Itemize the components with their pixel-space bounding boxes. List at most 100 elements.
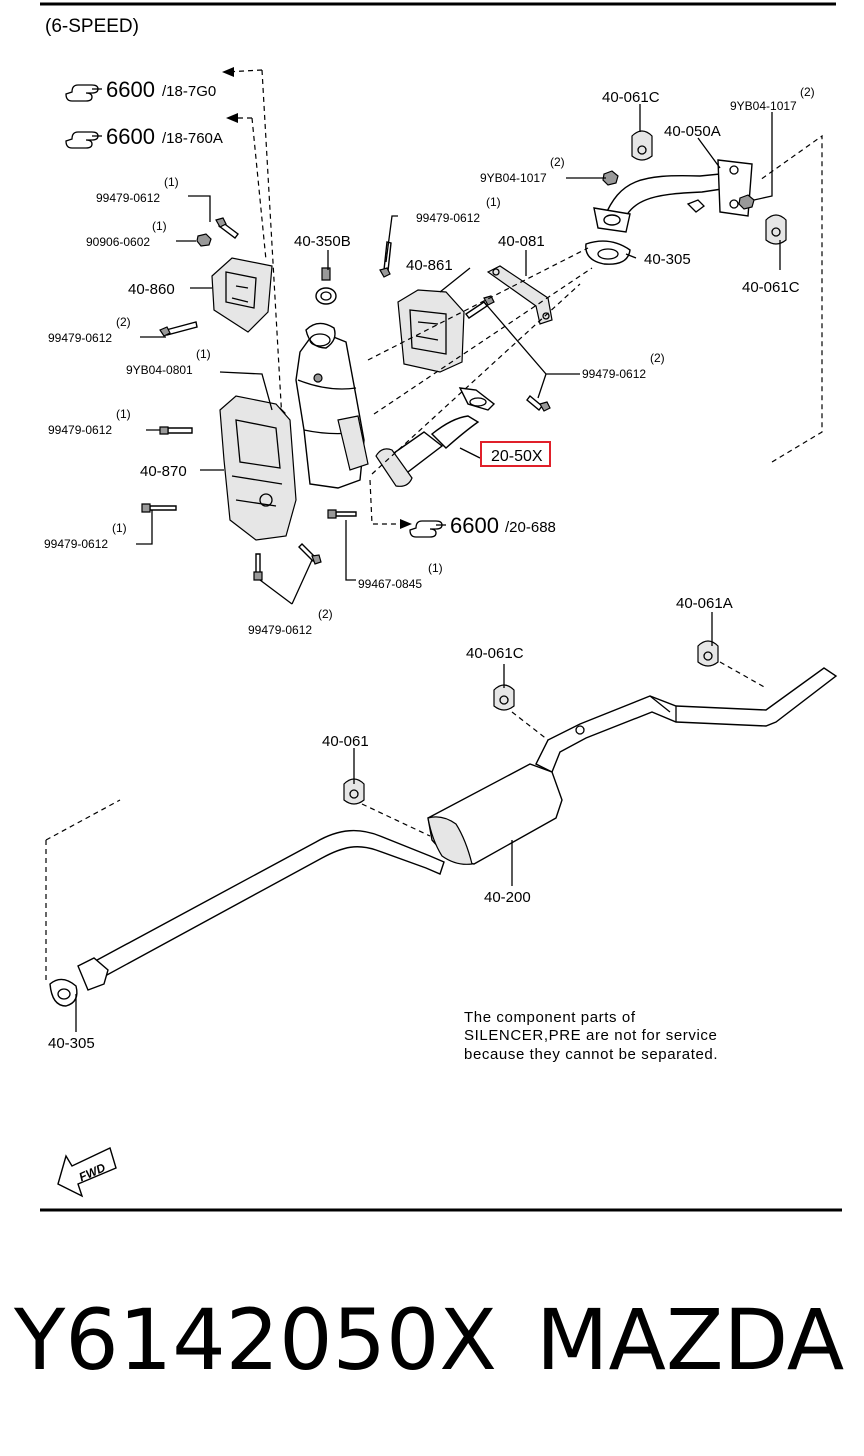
pointing-hand-icon — [65, 131, 102, 149]
ref-dash-line-1 — [225, 69, 283, 421]
label-40-061A[interactable]: 40-061A — [676, 595, 733, 612]
rubber-hanger-40-061C-right[interactable] — [765, 214, 787, 245]
forward-arrow-icon: FWD — [57, 1147, 117, 1198]
label-40-061[interactable]: 40-061 — [322, 733, 369, 750]
qty-99479-0612-b: (1) — [486, 195, 501, 209]
ref-dash-line-3 — [369, 479, 400, 525]
reference-callout-1[interactable]: 6600 /18-7G0 — [65, 77, 216, 102]
ref-page-number: 6600 — [450, 513, 499, 538]
label-40-061C-right[interactable]: 40-061C — [742, 279, 800, 296]
qty-99479-0612-d: (2) — [650, 351, 665, 365]
label-20-50X[interactable]: 20-50X — [491, 448, 543, 465]
label-40-061C-top[interactable]: 40-061C — [602, 89, 660, 106]
pointing-hand-icon — [409, 520, 446, 538]
label-40-305-top[interactable]: 40-305 — [644, 251, 691, 268]
qty-9YB04-1017-top: (2) — [800, 85, 815, 99]
label-40-350B[interactable]: 40-350B — [294, 233, 351, 250]
label-9YB04-1017-mid[interactable]: 9YB04-1017 — [480, 171, 547, 185]
bolt-99479-0612-g2[interactable] — [298, 543, 322, 565]
clamp-40-350B[interactable] — [315, 267, 337, 305]
nut-9YB04-1017-top[interactable] — [738, 194, 755, 210]
label-40-200[interactable]: 40-200 — [484, 889, 531, 906]
label-40-860[interactable]: 40-860 — [128, 281, 175, 298]
qty-9YB04-0801: (1) — [196, 347, 211, 361]
ref-dash-arrow-1 — [222, 67, 234, 77]
ref-dash-line-2 — [232, 117, 267, 261]
label-99479-0612-c[interactable]: 99479-0612 — [48, 331, 112, 345]
label-40-081[interactable]: 40-081 — [498, 233, 545, 250]
front-pipe-40-050A[interactable] — [593, 159, 753, 233]
bolt-99479-0612-f[interactable] — [141, 503, 177, 513]
service-note: The component parts of SILENCER,PRE are … — [464, 1009, 718, 1063]
rubber-hanger-40-061[interactable] — [343, 778, 365, 805]
ref-sub: /20-688 — [505, 519, 556, 536]
note-line-2: SILENCER,PRE are not for service — [464, 1027, 717, 1044]
qty-99479-0612-g: (2) — [318, 607, 333, 621]
label-99479-0612-f[interactable]: 99479-0612 — [44, 537, 108, 551]
pointing-hand-icon — [65, 84, 102, 102]
label-90906-0602[interactable]: 90906-0602 — [86, 235, 150, 249]
bolt-99479-0612-e[interactable] — [159, 426, 193, 435]
ref-sub: /18-760A — [162, 130, 223, 147]
rubber-hanger-40-061C-top[interactable] — [631, 130, 653, 161]
bolt-99479-0612-a[interactable] — [215, 217, 239, 239]
label-99479-0612-e[interactable]: 99479-0612 — [48, 423, 112, 437]
variant-heading: (6-SPEED) — [45, 16, 139, 37]
label-99479-0612-b[interactable]: 99479-0612 — [416, 211, 480, 225]
label-40-861[interactable]: 40-861 — [406, 257, 453, 274]
gasket-40-305-top[interactable] — [585, 240, 631, 265]
label-99479-0612-g[interactable]: 99479-0612 — [248, 623, 312, 637]
label-99467-0845[interactable]: 99467-0845 — [358, 577, 422, 591]
bolt-99467-0845[interactable] — [327, 509, 357, 519]
gasket-40-305-low[interactable] — [49, 978, 78, 1007]
bolt-99479-0612-b[interactable] — [379, 241, 392, 278]
part-labels: 40-061C (2) 9YB04-1017 40-050A (2) 9YB04… — [44, 85, 815, 1052]
catalytic-converter[interactable] — [295, 322, 369, 489]
label-40-305-low[interactable]: 40-305 — [48, 1035, 95, 1052]
qty-99479-0612-f: (1) — [112, 521, 127, 535]
highlight-box-20-50X — [480, 441, 551, 467]
bolt-99479-0612-d2[interactable] — [526, 394, 551, 412]
rubber-hanger-40-061A[interactable] — [697, 640, 719, 667]
leader-lines — [75, 104, 781, 1032]
bolt-99479-0612-c[interactable] — [159, 321, 198, 337]
label-9YB04-0801[interactable]: 9YB04-0801 — [126, 363, 193, 377]
note-line-3: because they cannot be separated. — [464, 1046, 718, 1063]
ref-dash-arrow-2 — [226, 113, 238, 123]
qty-99479-0612-c: (2) — [116, 315, 131, 329]
qty-99467-0845: (1) — [428, 561, 443, 575]
pre-silencer-20-50X[interactable] — [375, 387, 496, 487]
bolt-99479-0612-g1[interactable] — [253, 553, 263, 581]
tail-pipe-and-silencer-40-200[interactable] — [77, 667, 838, 991]
qty-99479-0612-e: (1) — [116, 407, 131, 421]
label-99479-0612-d[interactable]: 99479-0612 — [582, 367, 646, 381]
qty-99479-0612-a: (1) — [164, 175, 179, 189]
heat-insulator-40-870[interactable] — [219, 395, 297, 541]
part-number: Y6142050X — [14, 1291, 497, 1389]
nut-9YB04-1017-mid[interactable] — [602, 170, 619, 186]
qty-90906-0602: (1) — [152, 219, 167, 233]
label-99479-0612-a[interactable]: 99479-0612 — [96, 191, 160, 205]
nut-90906-0602[interactable] — [196, 233, 212, 247]
boundary-dash-lower — [45, 661, 767, 984]
label-40-050A[interactable]: 40-050A — [664, 123, 721, 140]
rubber-hanger-40-061C-low[interactable] — [493, 684, 515, 711]
ref-dash-arrow-3 — [400, 519, 412, 529]
reference-callout-2[interactable]: 6600 /18-760A — [65, 124, 223, 149]
label-9YB04-1017-top[interactable]: 9YB04-1017 — [730, 99, 797, 113]
ref-page-number: 6600 — [106, 77, 155, 102]
boundary-dash-upper — [759, 134, 823, 463]
ref-sub: /18-7G0 — [162, 83, 216, 100]
bracket-40-081[interactable] — [486, 265, 553, 325]
heat-insulator-40-860[interactable] — [211, 257, 273, 333]
note-line-1: The component parts of — [464, 1009, 636, 1026]
qty-9YB04-1017-mid: (2) — [550, 155, 565, 169]
bolt-99479-0612-d[interactable] — [464, 295, 495, 319]
reference-callout-3[interactable]: 6600 /20-688 — [409, 513, 556, 538]
brand-name: MAZDA — [536, 1291, 845, 1389]
label-40-061C-low[interactable]: 40-061C — [466, 645, 524, 662]
label-40-870[interactable]: 40-870 — [140, 463, 187, 480]
heat-insulator-40-861[interactable] — [397, 289, 465, 373]
ref-page-number: 6600 — [106, 124, 155, 149]
